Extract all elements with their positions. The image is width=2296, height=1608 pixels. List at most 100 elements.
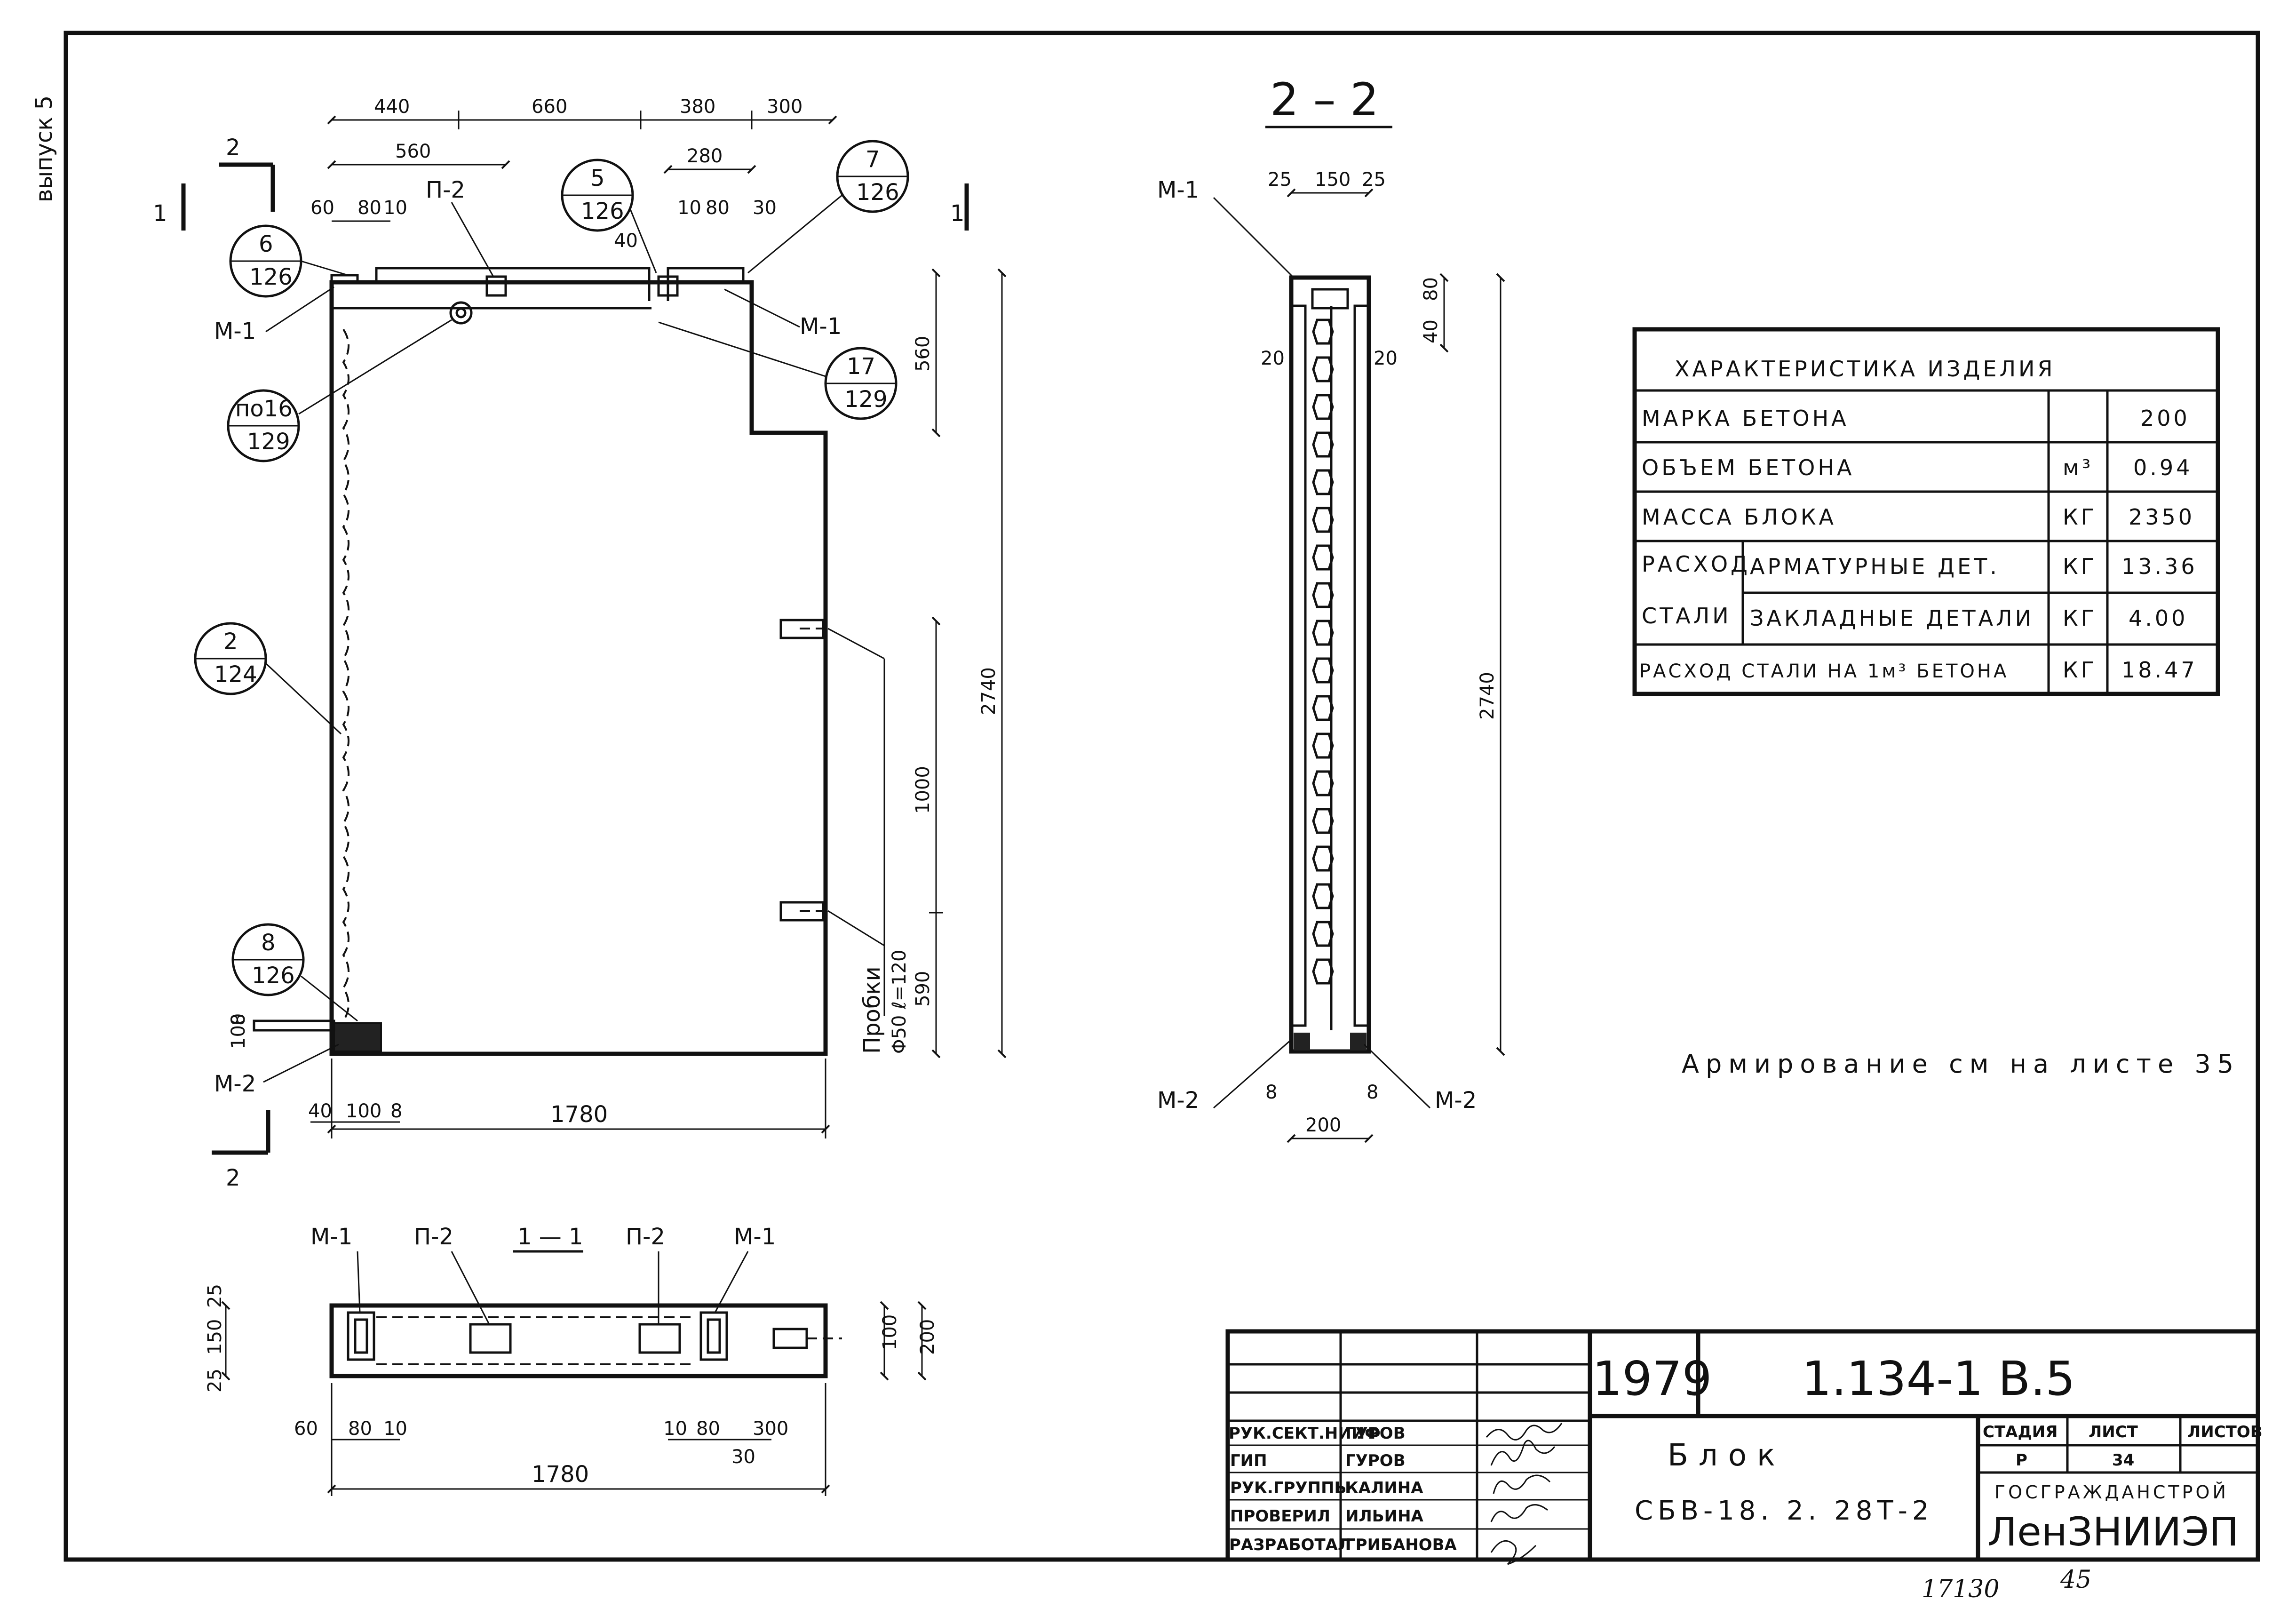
mark-m1-sec: М-1 <box>1157 177 1199 203</box>
char-per-m3-unit: КГ <box>2063 657 2097 683</box>
tb-org1: ГОСГРАЖДАНСТРОЙ <box>1994 1482 2229 1503</box>
signature-1 <box>1490 1440 1556 1466</box>
tb-role-3: ПРОВЕРИЛ <box>1230 1507 1330 1526</box>
dim-8-bot: 8 <box>390 1100 402 1122</box>
cut-1-left: 1 <box>153 200 167 227</box>
tb-role-0: РУК.СЕКТ.НИИФ <box>1229 1424 1381 1443</box>
svg-text:126: 126 <box>249 264 293 290</box>
tb-sheets-h: ЛИСТОВ <box>2187 1423 2263 1441</box>
dim-25-s11-t: 25 <box>204 1284 226 1308</box>
embedded-plate-m2 <box>333 1022 382 1052</box>
mark-p2-front: П-2 <box>426 177 465 203</box>
svg-text:7: 7 <box>866 146 880 173</box>
dim-100-bot: 100 <box>346 1100 381 1122</box>
char-steel-row-1-label: ЗАКЛАДНЫЕ ДЕТАЛИ <box>1750 605 2034 631</box>
dim-200-sec: 200 <box>1305 1114 1341 1136</box>
tb-sheet-h: ЛИСТ <box>2089 1423 2138 1441</box>
tb-sheet: 34 <box>2112 1451 2134 1470</box>
char-steel-label-1: РАСХОД <box>1642 551 1750 577</box>
signature-4 <box>1490 1540 1537 1565</box>
char-steel-row-0-unit: КГ <box>2063 554 2097 579</box>
signature-0 <box>1486 1423 1563 1441</box>
dim-1000: 1000 <box>912 766 934 814</box>
mark-p2-s11-r: П-2 <box>626 1224 665 1250</box>
cut-2-bottom: 2 <box>226 1165 240 1191</box>
probki-spec: Φ50 ℓ=120 <box>889 950 910 1054</box>
sheet-frame <box>64 31 2260 1562</box>
dim-80-sec: 80 <box>1420 277 1442 301</box>
dim-560-right: 560 <box>912 336 934 372</box>
front-marks: М-1 М-1 М-2 <box>214 286 842 1097</box>
tb-role-1: ГИП <box>1230 1451 1267 1470</box>
dim-25-sec-r: 25 <box>1362 169 1386 191</box>
dim-40-top: 40 <box>614 230 638 252</box>
callouts: 6 126 5 126 7 126 17 129 по1 <box>194 140 909 1022</box>
dim-30-s11: 30 <box>731 1446 755 1468</box>
probki-label: Пробки <box>859 966 885 1054</box>
svg-text:5: 5 <box>590 165 605 191</box>
dim-10-s11-l: 10 <box>383 1418 407 1440</box>
right-dimensions: 560 2740 1000 590 Пробки Φ50 ℓ=120 <box>827 268 1007 1059</box>
signature-3 <box>1490 1504 1548 1522</box>
cut-2-top: 2 <box>226 135 240 161</box>
char-per-m3-value: 18.47 <box>2121 657 2198 683</box>
char-title: ХАРАКТЕРИСТИКА ИЗДЕЛИЯ <box>1675 356 2055 382</box>
mark-m1-right: М-1 <box>800 313 842 340</box>
char-steel-label-2: СТАЛИ <box>1642 603 1732 629</box>
dim-1780-s11: 1780 <box>532 1461 589 1488</box>
section-1-1-title: 1 — 1 <box>517 1224 583 1250</box>
callout-po16: по16 129 <box>227 319 452 462</box>
tb-year: 1979 <box>1592 1351 1712 1406</box>
dim-100-s11: 100 <box>879 1314 901 1350</box>
tb-role-4: РАЗРАБОТАЛ <box>1229 1536 1351 1554</box>
callout-5: 5 126 <box>561 159 657 273</box>
mark-m1-s11-l: М-1 <box>310 1224 352 1250</box>
char-row-2-value: 2350 <box>2129 504 2195 530</box>
section-2-2-title: 2 – 2 <box>1270 73 1379 126</box>
svg-text:129: 129 <box>247 429 290 455</box>
char-per-m3-label: РАСХОД СТАЛИ НА 1м³ БЕТОНА <box>1639 661 2009 682</box>
tb-staff-2: КАЛИНА <box>1345 1479 1423 1497</box>
tb-name: Блок <box>1668 1438 1786 1473</box>
block-outline <box>329 280 828 1056</box>
dim-200-s11: 200 <box>917 1319 938 1355</box>
svg-text:17: 17 <box>847 353 875 380</box>
svg-text:по16: по16 <box>235 396 293 422</box>
top-dimensions: 440 660 380 300 560 280 60 80 10 10 80 3… <box>310 96 837 278</box>
char-row-2-unit: КГ <box>2063 504 2097 530</box>
dim-8-left: 8 <box>228 1014 249 1026</box>
svg-text:8: 8 <box>261 930 276 956</box>
side-label: выпуск 5 <box>31 96 57 202</box>
dim-80-s11-l: 80 <box>348 1418 372 1440</box>
tb-staff-3: ИЛЬИНА <box>1345 1507 1424 1526</box>
dim-100-left: 100 <box>228 1013 249 1049</box>
dim-60-top: 60 <box>310 197 334 219</box>
dim-280: 280 <box>687 145 723 167</box>
tb-mark: СБВ-18. 2. 28Т-2 <box>1635 1496 1934 1526</box>
svg-text:129: 129 <box>844 386 888 413</box>
dim-10-s11-r: 10 <box>663 1418 687 1440</box>
char-row-1-label: ОБЪЕМ БЕТОНА <box>1642 455 1854 480</box>
char-row-0-value: 200 <box>2140 406 2190 431</box>
footer-inv-number: 17130 <box>1922 1575 1999 1603</box>
svg-text:126: 126 <box>252 963 295 989</box>
tb-staff-4: ГРИБАНОВА <box>1345 1536 1457 1554</box>
dim-10-top-r: 10 <box>677 197 701 219</box>
dim-380: 380 <box>680 96 715 118</box>
char-row-0-label: МАРКА БЕТОНА <box>1642 406 1849 431</box>
char-steel-row-1-value: 4.00 <box>2129 605 2188 631</box>
svg-text:6: 6 <box>259 231 273 257</box>
svg-text:126: 126 <box>581 198 624 224</box>
mark-p2-s11-l: П-2 <box>414 1224 453 1250</box>
dim-300: 300 <box>767 96 802 118</box>
tb-code: 1.134-1 В.5 <box>1802 1351 2075 1406</box>
reinforcement-note: Армирование см на листе 35 <box>1682 1049 2240 1079</box>
characteristics-table: ХАРАКТЕРИСТИКА ИЗДЕЛИЯ МАРКА БЕТОНА 200 … <box>1632 327 2220 696</box>
char-row-1-unit: м³ <box>2063 455 2093 480</box>
callout-8: 8 126 <box>231 923 358 1022</box>
dim-590: 590 <box>912 971 934 1007</box>
char-row-2-label: МАССА БЛОКА <box>1642 504 1836 530</box>
dim-8-sec-l: 8 <box>1265 1082 1277 1103</box>
dim-660: 660 <box>532 96 567 118</box>
